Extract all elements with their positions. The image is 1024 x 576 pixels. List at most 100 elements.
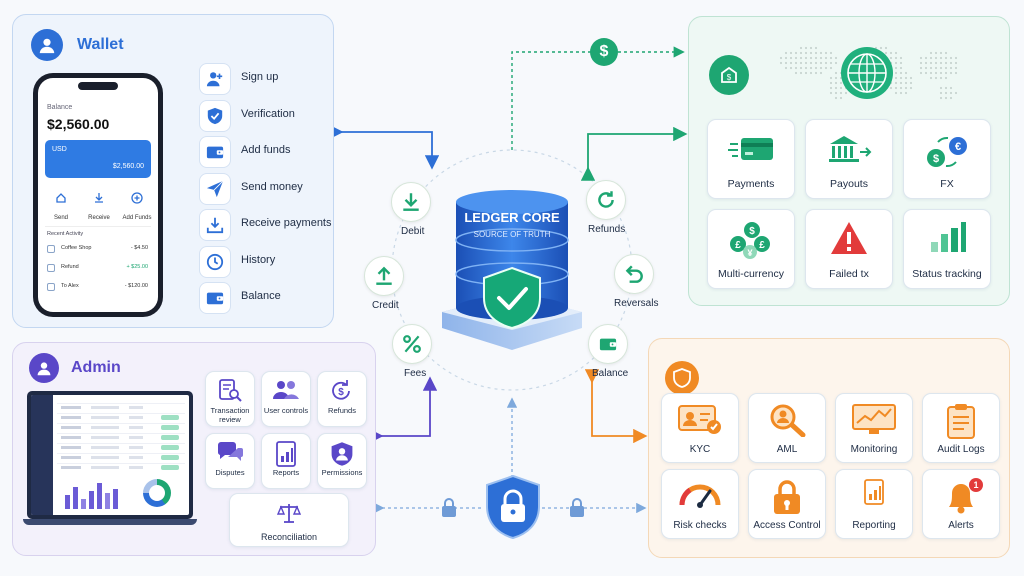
upload-arrow-icon: [364, 256, 404, 296]
bank-icon: [806, 134, 892, 164]
wallet-core-arrow: [329, 124, 440, 170]
wallet-item-receive-payments[interactable]: Receive payments: [199, 209, 335, 241]
wallet-item-label: History: [241, 253, 276, 266]
refresh-icon: [586, 180, 626, 220]
security-lock: [484, 474, 542, 540]
wallet-icon: [588, 324, 628, 364]
core-shield-icon: [483, 266, 541, 330]
undo-icon: [614, 254, 654, 294]
credit-card-icon: [708, 134, 794, 164]
wallet-item-label: Send money: [241, 180, 303, 193]
phone-action-receive[interactable]: Receive: [80, 188, 118, 224]
transaction-amount: - $120.00: [124, 283, 148, 289]
wallet-item-sign-up[interactable]: Sign up: [199, 63, 335, 95]
ledger-node-balance[interactable]: Balance: [588, 324, 698, 384]
phone-action-label: Receive: [88, 215, 110, 221]
admin-card-refunds[interactable]: $ Refunds: [317, 371, 367, 427]
phone-action-add-funds[interactable]: Add Funds: [118, 188, 156, 224]
wallet-item-label: Sign up: [241, 71, 279, 83]
admin-card-disputes[interactable]: Disputes: [205, 433, 255, 489]
gateway-card-label: Payouts: [830, 178, 868, 190]
phone-action-icon: [95, 193, 103, 203]
admin-card-label: Reports: [272, 468, 300, 477]
transaction-row[interactable]: To Alex - $120.00: [44, 280, 152, 296]
compliance-card-risk-checks[interactable]: Risk checks: [661, 469, 739, 539]
gateway-card-label: Multi-currency: [718, 268, 784, 280]
compliance-shield-icon: [665, 361, 699, 395]
compliance-card-label: AML: [776, 444, 798, 455]
transaction-name: Refund: [61, 264, 79, 270]
phone-notch: [78, 82, 118, 90]
compliance-card-access-control[interactable]: Access Control: [748, 469, 826, 539]
id-card-icon: [662, 403, 738, 435]
gateway-card-label: Failed tx: [829, 268, 869, 280]
phone-action-send[interactable]: Send: [42, 188, 80, 224]
compliance-card-label: Monitoring: [850, 444, 898, 455]
admin-card-transaction-review[interactable]: Transaction review: [205, 371, 255, 427]
ledger-node-debit[interactable]: Debit: [391, 182, 501, 242]
balance-label: Balance: [47, 104, 73, 111]
wallet-item-label: Verification: [241, 107, 295, 120]
currency-exchange-icon: $€: [904, 134, 990, 170]
paper-plane-icon: [199, 172, 231, 205]
wallet-item-add-funds[interactable]: Add funds: [199, 136, 335, 168]
reconciliation-card[interactable]: Reconciliation: [229, 493, 349, 547]
compliance-card-label: Reporting: [852, 520, 896, 531]
wallet-item-history[interactable]: History: [199, 245, 335, 278]
gateway-card-label: Status tracking: [912, 268, 982, 280]
core-title: LEDGER CORE: [464, 210, 560, 225]
scales-icon: [277, 504, 301, 523]
ledger-node-refunds[interactable]: Refunds: [586, 180, 696, 240]
compliance-card-kyc[interactable]: KYC: [661, 393, 739, 463]
core-gateway-arrow: [580, 126, 688, 181]
gateway-card-status-tracking[interactable]: Status tracking: [903, 209, 991, 289]
admin-card-label: Refunds: [328, 406, 356, 415]
transaction-row[interactable]: Coffee Shop - $4.50: [44, 242, 152, 258]
phone-action-label: Send: [53, 215, 68, 221]
transaction-list: Coffee Shop - $4.50 Refund + $25.00 To A…: [44, 242, 152, 302]
phone-action-label: Add Funds: [122, 215, 152, 221]
ledger-node-credit[interactable]: Credit: [364, 256, 474, 316]
ledger-node-fees[interactable]: Fees: [392, 324, 502, 384]
compliance-card-monitoring[interactable]: Monitoring: [835, 393, 913, 463]
compliance-card-aml[interactable]: AML: [748, 393, 826, 463]
gateway-card-payouts[interactable]: Payouts: [805, 119, 893, 199]
wallet-item-label: Add funds: [241, 144, 291, 156]
gateway-card-fx[interactable]: $€FX: [903, 119, 991, 199]
refund-icon: $: [318, 379, 366, 403]
transaction-row[interactable]: Refund + $25.00: [44, 261, 152, 277]
report-icon: [836, 479, 912, 505]
wallet-icon: [199, 136, 231, 168]
admin-card-label: User controls: [263, 406, 309, 415]
gateway-card-failed-tx[interactable]: Failed tx: [805, 209, 893, 289]
gateway-card-multi-currency[interactable]: $££¥ Multi-currency: [707, 209, 795, 289]
wallet-item-balance[interactable]: Balance: [199, 282, 335, 314]
admin-card-permissions[interactable]: Permissions: [317, 433, 367, 489]
admin-avatar-icon: [29, 353, 59, 383]
ledger-node-label: Debit: [401, 226, 425, 237]
admin-card-user-controls[interactable]: User controls: [261, 371, 311, 427]
clock-icon: [199, 245, 231, 278]
ledger-node-reversals[interactable]: Reversals: [614, 254, 724, 314]
wallet-item-verification[interactable]: Verification: [199, 99, 335, 132]
users-icon: [262, 379, 310, 401]
svg-text:$: $: [338, 387, 344, 398]
small-lock-icon-left: [442, 498, 456, 517]
bell-icon: [923, 479, 999, 515]
ledger-node-label: Credit: [372, 300, 399, 311]
laptop-mockup: [23, 391, 197, 527]
svg-text:¥: ¥: [747, 248, 752, 258]
transaction-name: Coffee Shop: [61, 245, 92, 251]
currency-card[interactable]: USD $2,560.00: [45, 140, 151, 178]
phone-action-icon: [56, 193, 66, 203]
admin-card-label: Transaction review: [210, 406, 250, 424]
coins-icon: $££¥: [708, 220, 794, 260]
gateway-card-payments[interactable]: Payments: [707, 119, 795, 199]
admin-card-reports[interactable]: Reports: [261, 433, 311, 489]
wallet-item-send-money[interactable]: Send money: [199, 172, 335, 205]
compliance-card-reporting[interactable]: Reporting: [835, 469, 913, 539]
compliance-card-audit-logs[interactable]: Audit Logs: [922, 393, 1000, 463]
